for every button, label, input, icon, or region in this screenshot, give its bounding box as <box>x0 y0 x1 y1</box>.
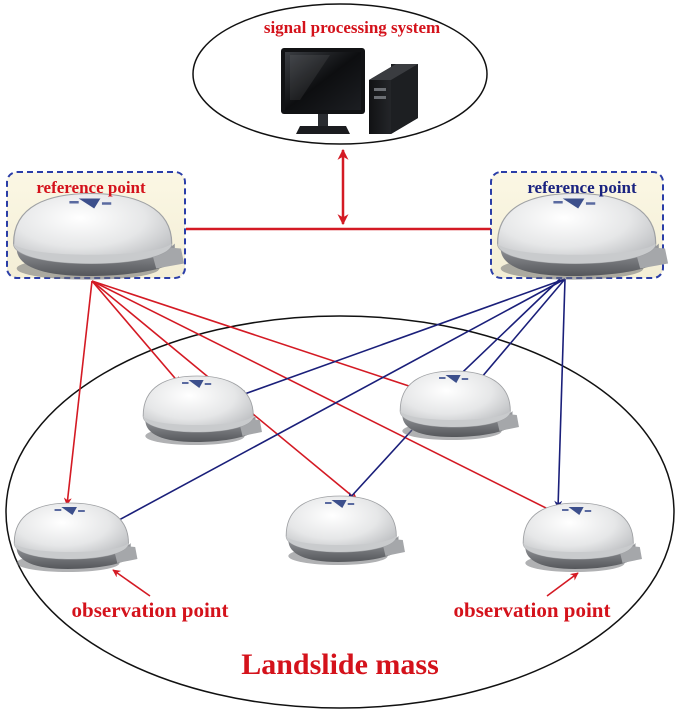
observation-point-label-right: observation point <box>454 598 611 622</box>
reference-point-label-left: reference point <box>36 178 146 197</box>
observation-pointer-left <box>112 569 151 597</box>
signal-processing-system-label: signal processing system <box>264 18 440 37</box>
landslide-mass-ellipse <box>5 315 675 709</box>
observation-point-label-left: observation point <box>72 598 229 622</box>
arrow-ref-left-obs-4 <box>91 280 425 393</box>
gnss-antenna-receiver-icon <box>13 502 139 573</box>
reference-point-right: reference point <box>490 171 669 281</box>
gnss-antenna-receiver-icon <box>142 375 263 446</box>
arrow-ref-right-obs-1 <box>105 278 566 528</box>
desktop-computer-icon <box>281 48 418 134</box>
right-reference-arrows <box>105 278 566 528</box>
gnss-antenna-receiver-icon <box>399 370 520 441</box>
reference-point-label-right: reference point <box>527 178 637 197</box>
landslide-mass-label: Landslide mass <box>241 648 439 681</box>
arrow-ref-left-obs-5 <box>91 280 559 515</box>
arrow-ref-left-obs-2 <box>91 280 181 385</box>
arrow-ref-left-obs-1 <box>63 280 93 506</box>
reference-point-left: reference point <box>6 171 186 281</box>
arrow-ref-right-obs-3 <box>469 278 566 392</box>
observation-pointer-right <box>546 572 579 597</box>
arrow-obs-4-obs-3 <box>347 429 413 501</box>
arrow-ref-right-obs-5 <box>554 278 566 509</box>
gnss-antenna-receiver-icon <box>522 502 643 573</box>
arrow-ref-right-obs-2 <box>238 278 566 398</box>
gnss-antenna-receiver-icon <box>285 495 406 566</box>
